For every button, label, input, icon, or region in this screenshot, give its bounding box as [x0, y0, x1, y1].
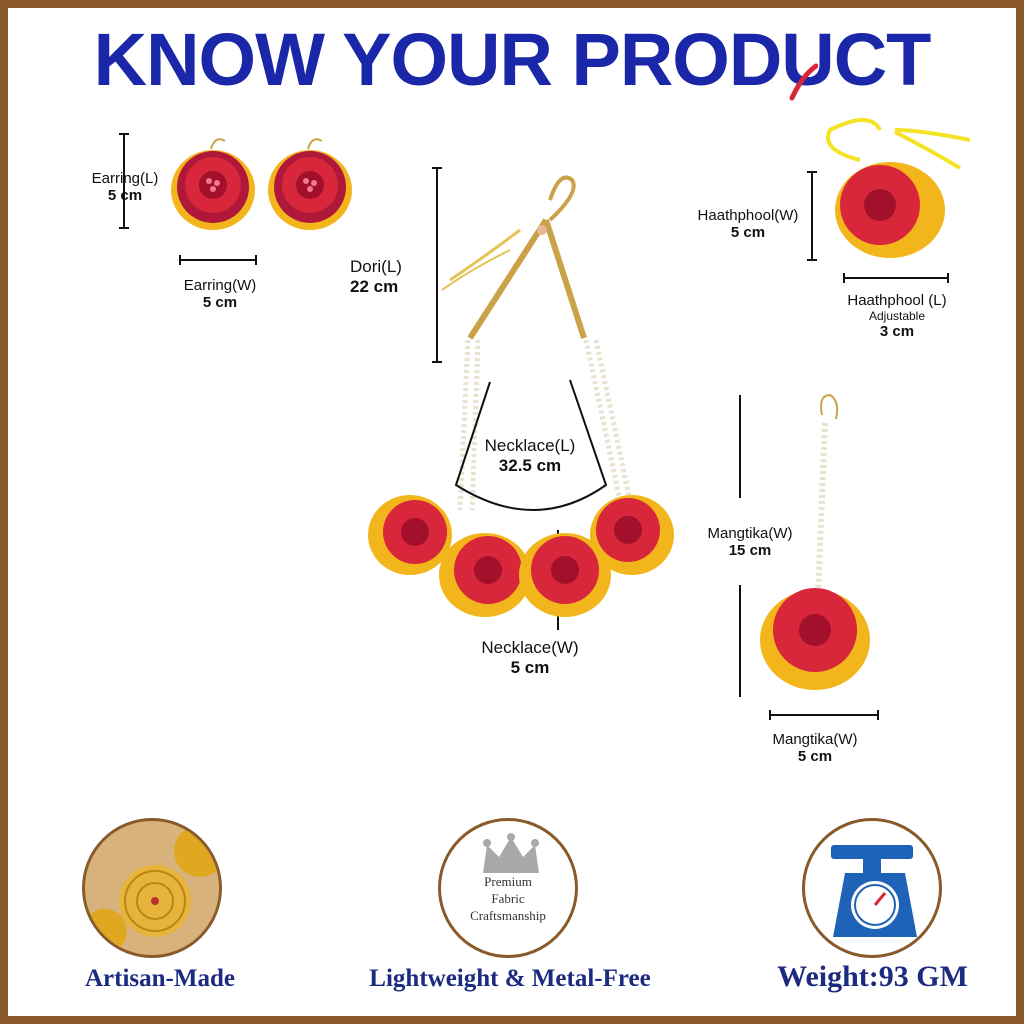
haathphool-length-note: Adjustable — [868, 309, 926, 323]
mangtika-length-value: 15 cm — [728, 542, 772, 559]
haathphool-length-value: 3 cm — [879, 323, 915, 340]
lightweight-text: Lightweight & Metal-Free — [369, 965, 651, 992]
earring-right-flower — [268, 138, 352, 230]
necklace-length-value: 32.5 cm — [498, 456, 562, 475]
haathphool-width-name: Haathphool(W) — [697, 207, 799, 224]
mangtika-width-name: Mangtika(W) — [772, 731, 858, 748]
haathphool-length-label: Haathphool (L) Adjustable 3 cm — [832, 292, 962, 340]
necklace-flower-4 — [590, 495, 674, 575]
premium-text: Premium Fabric Craftsmanship — [441, 873, 575, 924]
haathphool-image — [807, 118, 971, 283]
dori-label: Dori(L) 22 cm — [350, 257, 440, 297]
necklace-image — [368, 167, 674, 630]
dori-length-value: 22 cm — [350, 277, 399, 296]
necklace-width-name: Necklace(W) — [481, 638, 579, 657]
gota-flower-icon — [85, 821, 219, 955]
earring-left-flower — [171, 138, 255, 230]
premium-line-2: Fabric — [491, 891, 525, 906]
weight-badge — [802, 818, 942, 958]
necklace-length-label: Necklace(L) 32.5 cm — [465, 436, 595, 476]
mangtika-width-value: 5 cm — [797, 748, 833, 765]
crown-icon — [483, 833, 539, 873]
earrings-image — [171, 138, 352, 230]
necklace-flower-3 — [519, 533, 611, 617]
weighing-scale-icon — [831, 845, 917, 937]
dori-length-name: Dori(L) — [350, 257, 402, 276]
mangtika-length-label: Mangtika(W) 15 cm — [695, 525, 805, 559]
haathphool-length-name: Haathphool (L) — [847, 292, 947, 309]
earring-length-value: 5 cm — [107, 187, 143, 204]
necklace-length-name: Necklace(L) — [484, 436, 576, 455]
earring-width-name: Earring(W) — [183, 277, 257, 294]
mangtika-width-label: Mangtika(W) 5 cm — [755, 731, 875, 765]
necklace-width-value: 5 cm — [510, 658, 550, 677]
earring-dimension-lines — [119, 133, 257, 265]
necklace-flower-2 — [439, 533, 531, 617]
earring-width-value: 5 cm — [202, 294, 238, 311]
red-accent-mark — [789, 63, 818, 101]
page-title: KNOW YOUR PRODUCT — [93, 18, 932, 101]
premium-line-3: Craftsmanship — [470, 908, 546, 923]
artisan-made-text: Artisan-Made — [85, 965, 235, 992]
premium-badge: Premium Fabric Craftsmanship — [438, 818, 578, 958]
premium-line-1: Premium — [484, 874, 532, 889]
mangtika-image — [739, 393, 879, 720]
earring-width-label: Earring(W) 5 cm — [160, 277, 280, 311]
necklace-flower-1 — [368, 495, 452, 575]
haathphool-width-value: 5 cm — [730, 224, 766, 241]
haathphool-width-label: Haathphool(W) 5 cm — [688, 207, 808, 241]
earring-length-name: Earring(L) — [91, 170, 159, 187]
mangtika-length-name: Mangtika(W) — [707, 525, 793, 542]
earring-length-label: Earring(L) 5 cm — [70, 170, 180, 204]
necklace-width-label: Necklace(W) 5 cm — [465, 638, 595, 678]
artisan-badge — [82, 818, 222, 958]
weight-text: Weight:93 GM — [777, 960, 968, 993]
